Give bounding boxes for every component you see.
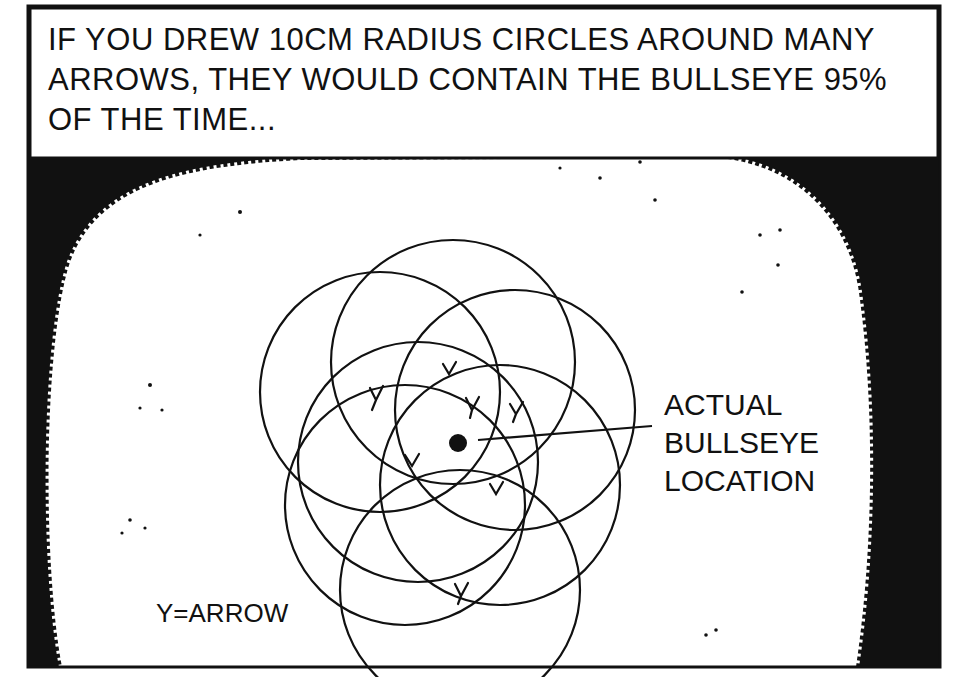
caption-box	[30, 8, 938, 158]
panel-frame	[28, 6, 940, 667]
interval-circles	[260, 240, 635, 677]
dark-background	[28, 150, 940, 667]
legend-label: Y=ARROW	[156, 594, 376, 632]
arrow-marks	[370, 362, 523, 604]
bullseye-dot	[449, 434, 467, 452]
bullseye-label: ACTUAL BULLSEYE LOCATION	[664, 386, 854, 500]
leader-line	[478, 426, 652, 440]
hay-target	[49, 158, 871, 667]
caption-text: IF YOU DREW 10CM RADIUS CIRCLES AROUND M…	[48, 20, 920, 140]
